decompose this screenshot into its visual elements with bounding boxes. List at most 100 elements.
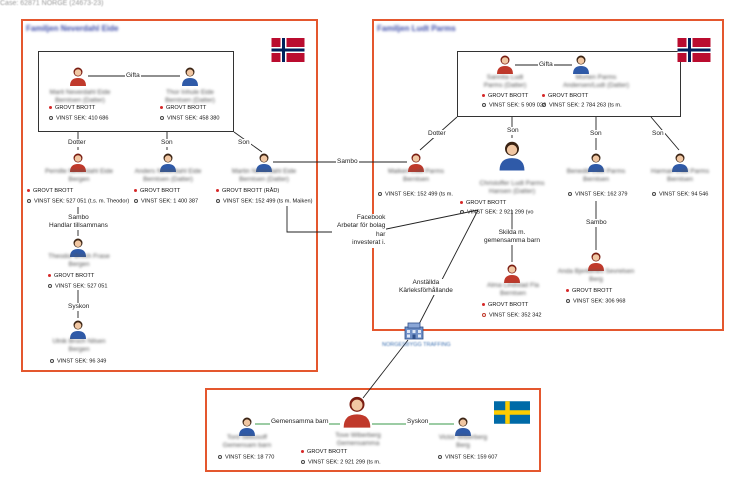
profit-label: VINST SEK: 2 921 299 (ts m. <box>301 460 381 466</box>
male-person-icon[interactable] <box>238 416 256 436</box>
rel-son-right2: Son <box>589 130 603 138</box>
crime-dot-icon <box>216 189 219 193</box>
male-person-icon[interactable] <box>69 319 87 339</box>
profit-label: VINST SEK: 96 349 <box>50 359 106 365</box>
crime-dot-icon <box>301 450 304 454</box>
profit-label: VINST SEK: 527 051 (t.s. m. Theodor) <box>27 199 129 205</box>
female-person-icon[interactable] <box>496 54 514 74</box>
rel-gifta-right: Gifta <box>538 61 554 69</box>
rel-skilda: Skilda m. gemensamma barn <box>483 229 541 245</box>
crime-dot-icon <box>460 201 463 205</box>
crime-label: GROVT BROTT <box>566 288 612 295</box>
person-name: Alma Lindstad Fla Berntsen <box>486 282 540 298</box>
male-person-icon[interactable] <box>181 66 199 86</box>
male-person-icon[interactable] <box>69 237 87 257</box>
female-person-icon[interactable] <box>587 251 605 271</box>
profit-label: VINST SEK: 152 499 (ts m. <box>378 192 453 198</box>
crime-label: GROVT BROTT <box>542 93 588 100</box>
profit-ring-icon <box>438 455 442 459</box>
rel-sambo-right: Sambo <box>585 219 608 227</box>
family-box-bottom <box>205 388 541 472</box>
person-name: Christoffer Ludt Parms Hansen (Datter) <box>479 180 545 196</box>
male-person-icon[interactable] <box>572 54 590 74</box>
female-person-icon[interactable] <box>503 263 521 283</box>
profit-label: VINST SEK: 527 051 <box>48 284 107 290</box>
profit-label: VINST SEK: 162 379 <box>568 192 627 198</box>
crime-dot-icon <box>566 289 569 293</box>
rel-dotter-right: Dotter <box>427 130 447 138</box>
crime-dot-icon <box>48 274 51 278</box>
person-name: Thor Inhule Eide Berntsen (Datter) <box>165 89 215 105</box>
profit-label: VINST SEK: 152 499 (ts m. Maiken) <box>216 199 312 205</box>
female-person-icon[interactable] <box>69 152 87 172</box>
crime-dot-icon <box>49 106 52 110</box>
person-name: Anders Neverdahl Eide Berntsen (Datter) <box>134 168 202 184</box>
person-name: Martin Neverdahl Eide Berntsen (Datter) <box>231 168 297 184</box>
profit-ring-icon <box>160 116 164 120</box>
crime-label: GROVT BROTT <box>27 188 73 195</box>
profit-label: VINST SEK: 2 784 263 (ts m. <box>542 103 622 109</box>
male-person-icon[interactable] <box>159 152 177 172</box>
profit-ring-icon <box>27 199 31 203</box>
profit-ring-icon <box>50 359 54 363</box>
person-name: Harman Ludt Parms Berntsen <box>650 168 710 184</box>
profit-ring-icon <box>568 192 572 196</box>
crime-label: GROVT BROTT <box>160 105 206 112</box>
crime-dot-icon <box>482 94 485 98</box>
couple-frame-right <box>457 51 681 117</box>
rel-anstallda: Anställda Kärleksförhållande <box>398 279 454 295</box>
male-person-icon[interactable] <box>587 152 605 172</box>
person-name: Tord Sebusoff Gemensam barn <box>222 434 272 450</box>
crime-dot-icon <box>27 189 30 193</box>
profit-ring-icon <box>134 199 138 203</box>
company-label[interactable]: NORGESBYGG TRAFFING <box>382 342 451 348</box>
family-title-right: Familjen Ludt Parms <box>377 24 456 33</box>
profit-label: VINST SEK: 352 342 <box>482 313 541 319</box>
male-person-icon[interactable] <box>454 416 472 436</box>
crime-label: GROVT BROTT <box>48 273 94 280</box>
profit-ring-icon <box>652 192 656 196</box>
male-person-icon-large[interactable] <box>498 138 526 172</box>
person-name: Maiken Ludt Parms Berntsen <box>388 168 444 184</box>
person-name: Victor Wiberberg Berg <box>438 434 488 450</box>
profit-label: VINST SEK: 159 607 <box>438 455 497 461</box>
company-building-icon[interactable] <box>403 321 425 341</box>
female-person-icon[interactable] <box>407 152 425 172</box>
crime-label: GROVT BROTT <box>134 188 180 195</box>
female-person-icon[interactable] <box>69 66 87 86</box>
person-name: Benedik Ludt Parms Berntsen <box>566 168 626 184</box>
rel-sambo-handlar: Sambo Handlar tillsammans <box>48 214 109 230</box>
person-name: Marit Neverdahl Eide Berntsen (Datter) <box>49 89 111 105</box>
profit-ring-icon <box>48 284 52 288</box>
crime-dot-icon <box>542 94 545 98</box>
person-name: Tove Wiberberg Gemensamma <box>335 432 381 448</box>
crime-label: GROVT BROTT <box>301 449 347 456</box>
profit-label: VINST SEK: 94 546 <box>652 192 708 198</box>
family-box-right <box>372 19 724 331</box>
profit-label: VINST SEK: 2 921 299 (vo <box>460 210 533 216</box>
family-box-left <box>21 19 318 372</box>
rel-gemensamma: Gemensamma barn <box>270 418 330 426</box>
rel-son-left2: Son <box>237 139 251 147</box>
profit-ring-icon <box>482 313 486 317</box>
male-person-icon[interactable] <box>671 152 689 172</box>
profit-label: VINST SEK: 1 400 387 <box>134 199 198 205</box>
rel-facebook: Facebook Arbetar för bolag har investera… <box>336 214 387 248</box>
person-name: Pernille Neverdahl Eide Bergen <box>45 168 113 184</box>
norway-flag-icon <box>677 38 711 62</box>
profit-ring-icon <box>482 103 486 107</box>
family-title-left: Familjen Neverdahl Eide <box>26 24 119 33</box>
rel-son-right3: Son <box>651 130 665 138</box>
sweden-flag-icon <box>494 401 530 424</box>
rel-son-right1: Son <box>506 127 520 135</box>
profit-label: VINST SEK: 410 686 <box>49 116 108 122</box>
crime-label: GROVT BROTT <box>460 200 506 207</box>
crime-label: GROVT BROTT <box>482 93 528 100</box>
profit-label: VINST SEK: 458 380 <box>160 116 219 122</box>
rel-son-left: Son <box>160 139 174 147</box>
case-label: Case: 62871 NORGE (24673-23) <box>0 0 104 7</box>
rel-gifta-left: Gifta <box>125 72 141 80</box>
profit-ring-icon <box>542 103 546 107</box>
female-person-icon-large[interactable] <box>342 394 372 428</box>
male-person-icon[interactable] <box>255 152 273 172</box>
